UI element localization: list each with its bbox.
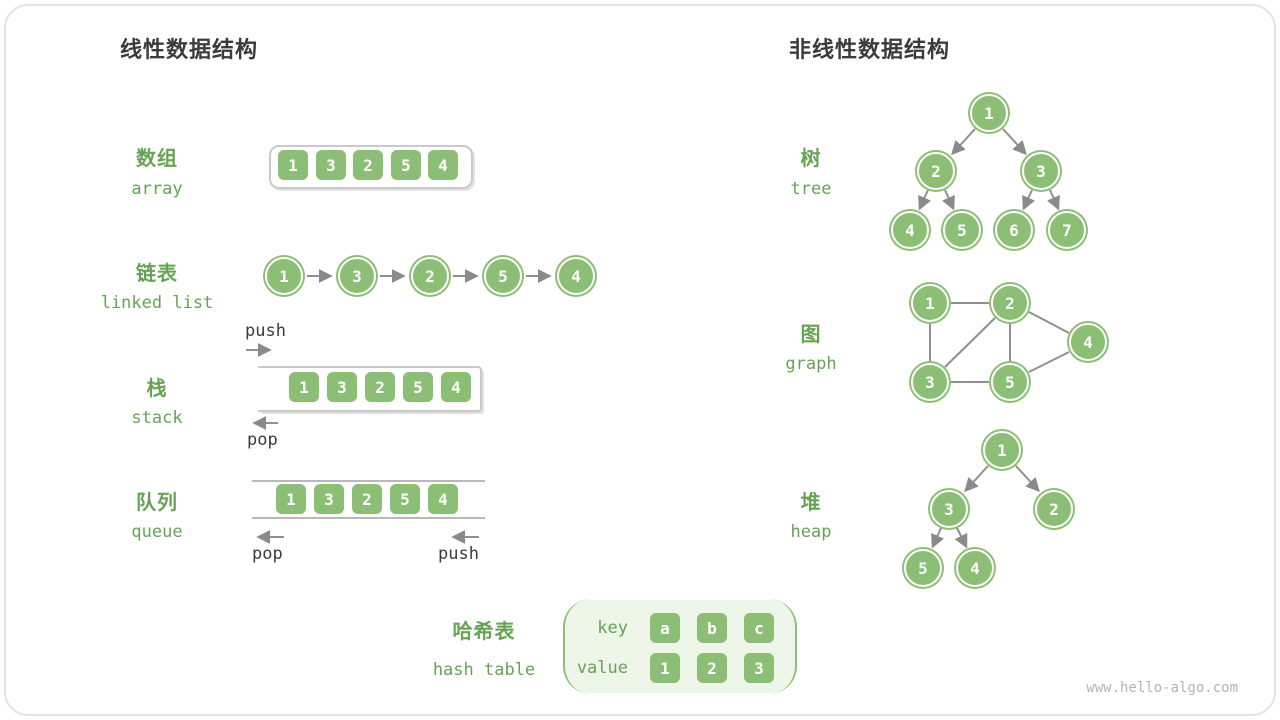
- tree-label-zh: 树: [800, 148, 822, 170]
- diagram-border: [4, 4, 1276, 716]
- heap-label-zh: 堆: [800, 492, 822, 514]
- tree-node: 6: [995, 211, 1033, 249]
- stack-label-en: stack: [131, 408, 183, 428]
- hash-value-label: value: [576, 658, 628, 678]
- hash-value-cell: 2: [697, 653, 727, 683]
- heap-node: 5: [904, 549, 942, 587]
- stack-cell: 3: [327, 372, 357, 402]
- hash-value-cell: 1: [650, 653, 680, 683]
- graph-node: 5: [991, 363, 1029, 401]
- linked-list-node: 1: [265, 257, 303, 295]
- tree-node: 7: [1048, 211, 1086, 249]
- linked-list-label-en: linked list: [100, 293, 214, 313]
- hash-table-label-en: hash table: [432, 660, 536, 680]
- linked-list-node: 3: [338, 257, 376, 295]
- queue-label-en: queue: [131, 522, 183, 542]
- tree-node: 2: [917, 152, 955, 190]
- hash-value-cell: 3: [744, 653, 774, 683]
- graph-node: 4: [1069, 323, 1107, 361]
- graph-node: 2: [991, 284, 1029, 322]
- heap-node: 4: [956, 549, 994, 587]
- queue-cell: 3: [314, 484, 344, 514]
- heap-node: 2: [1035, 490, 1073, 528]
- stack-cell: 1: [289, 372, 319, 402]
- stack-push-label: push: [245, 321, 286, 341]
- tree-node: 4: [891, 211, 929, 249]
- array-cell: 3: [316, 150, 346, 180]
- array-label-en: array: [131, 179, 183, 199]
- array-label-zh: 数组: [136, 148, 178, 170]
- tree-node: 5: [943, 211, 981, 249]
- graph-node: 1: [911, 284, 949, 322]
- stack-pop-label: pop: [247, 430, 278, 450]
- heap-node: 1: [983, 431, 1021, 469]
- array-cell: 5: [391, 150, 421, 180]
- hash-key-cell: b: [697, 613, 727, 643]
- queue-push-label: push: [438, 544, 479, 564]
- heap-node: 3: [930, 490, 968, 528]
- queue-cell: 4: [428, 484, 458, 514]
- linked-list-label-zh: 链表: [136, 263, 178, 285]
- stack-cell: 2: [365, 372, 395, 402]
- hash-table-label-zh: 哈希表: [452, 621, 516, 643]
- graph-node: 3: [911, 363, 949, 401]
- array-cell: 4: [428, 150, 458, 180]
- hash-key-label: key: [597, 618, 628, 638]
- stack-cell: 5: [403, 372, 433, 402]
- heap-label-en: heap: [790, 522, 832, 542]
- array-cell: 1: [278, 150, 308, 180]
- hash-key-cell: c: [744, 613, 774, 643]
- tree-node: 3: [1022, 152, 1060, 190]
- tree-label-en: tree: [790, 179, 832, 199]
- linked-list-node: 5: [484, 257, 522, 295]
- hash-key-cell: a: [650, 613, 680, 643]
- hash-table-left-bracket: [563, 599, 599, 694]
- queue-cell: 2: [352, 484, 382, 514]
- queue-label-zh: 队列: [136, 492, 178, 514]
- hash-table-right-bracket: [761, 599, 797, 694]
- linked-list-node: 4: [557, 257, 595, 295]
- graph-label-en: graph: [785, 354, 837, 374]
- queue-pop-label: pop: [252, 544, 283, 564]
- title-linear: 线性数据结构: [120, 37, 259, 62]
- graph-label-zh: 图: [800, 324, 822, 346]
- queue-cell: 5: [390, 484, 420, 514]
- stack-cell: 4: [441, 372, 471, 402]
- title-nonlinear: 非线性数据结构: [789, 37, 951, 62]
- tree-node: 1: [970, 94, 1008, 132]
- linked-list-node: 2: [411, 257, 449, 295]
- queue-cell: 1: [276, 484, 306, 514]
- stack-label-zh: 栈: [146, 378, 168, 400]
- watermark: www.hello-algo.com: [1086, 680, 1238, 696]
- array-cell: 2: [353, 150, 383, 180]
